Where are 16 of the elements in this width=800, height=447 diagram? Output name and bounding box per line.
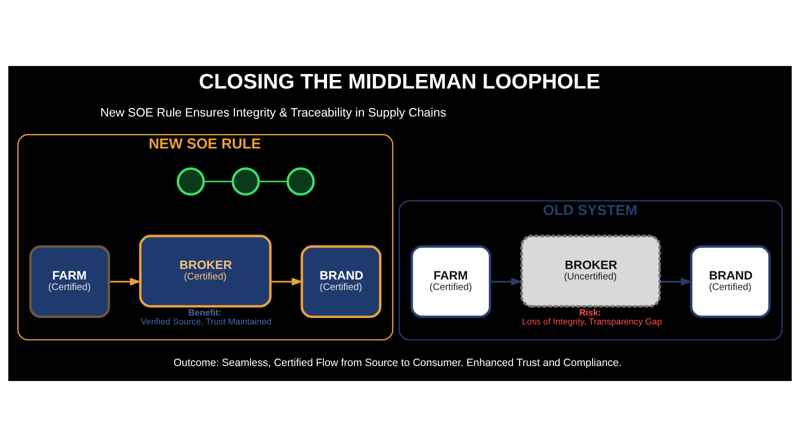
node-circle: [232, 167, 260, 196]
arrow: [661, 278, 692, 286]
connector: [258, 180, 288, 182]
node-label: Risk:: [579, 307, 602, 318]
arrow: [110, 278, 142, 286]
arrow: [272, 278, 304, 286]
label: New SOE Rule Ensures Integrity & Traceability in Supply Chains: [100, 105, 446, 120]
node-label: Benefit:: [188, 307, 222, 318]
diagram-title: CLOSING THE MIDDLEMAN LOOPHOLE: [198, 70, 600, 94]
label: Outcome: Seamless, Certified Flow from Source to Consumer. Enhanced Trust and Compliance.: [173, 356, 622, 369]
node-label: Verified Source, Trust Maintained: [140, 316, 272, 326]
node-circle: [286, 167, 315, 196]
arrow: [491, 278, 522, 286]
connector: [204, 180, 233, 182]
node-label: Loss of Integrity, Transparency Gap: [522, 316, 662, 326]
node-circle: [176, 167, 205, 196]
